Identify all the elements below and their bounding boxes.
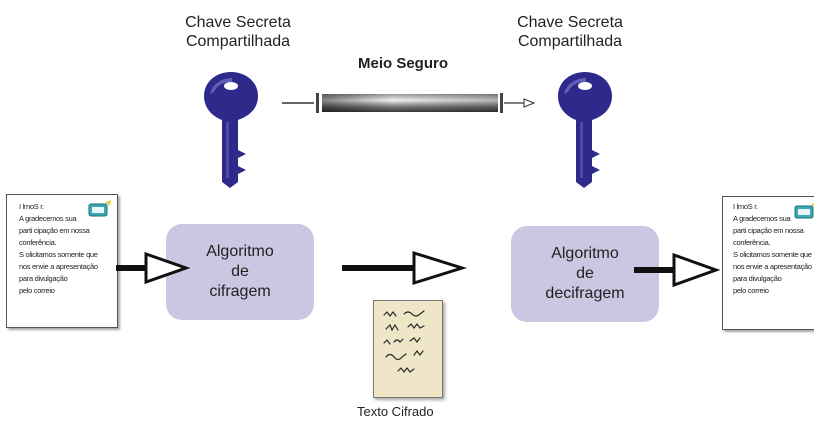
ciphertext-caption: Texto Cifrado [357, 404, 434, 419]
decrypt-label-line2: de [576, 265, 594, 282]
plaintext-line: S olicitamos somente que [19, 250, 98, 259]
ciphertext-document [373, 300, 443, 398]
right-key-label: Chave Secreta Compartilhada [490, 13, 650, 51]
encrypt-label-line2: de [231, 263, 249, 280]
plaintext-line: nos envie a apresentação [19, 262, 98, 271]
secure-channel-pipe [282, 93, 536, 113]
encryption-algorithm-box: Algoritmo de cifragem [166, 224, 314, 320]
decrypted-document: I lmoS r. A gradecemos sua parti cipação… [722, 196, 814, 330]
plaintext-line: pelo correio [19, 286, 55, 295]
plaintext-line: conferência. [19, 238, 57, 247]
plaintext-line: I lmoS r. [19, 202, 44, 211]
left-key-label-line2: Compartilhada [185, 33, 291, 50]
plaintext-line: A gradecemos sua [19, 214, 77, 223]
left-key-label-line1: Chave Secreta [185, 14, 291, 31]
plaintext-line: para divulgação [19, 274, 68, 283]
right-key-label-line1: Chave Secreta [517, 14, 623, 31]
decrypted-line: para divulgação [733, 274, 782, 283]
arrow-plaintext-to-encrypt [116, 251, 191, 285]
secure-channel-label: Meio Seguro [358, 55, 449, 72]
decrypted-line: A gradecemos sua [733, 214, 791, 223]
encrypt-label-line1: Algoritmo [206, 243, 274, 260]
decrypted-line: nos envie a apresentação [733, 262, 812, 271]
decrypted-line: parti cipação em nossa [733, 226, 804, 235]
decrypted-line: pelo correio [733, 286, 769, 295]
decrypted-line: I lmoS r. [733, 202, 758, 211]
mailbox-icon [88, 200, 111, 217]
decrypt-label-line1: Algoritmo [551, 245, 619, 262]
encrypt-label-line3: cifragem [209, 283, 271, 300]
decrypted-line: conferência. [733, 238, 771, 247]
scribble-icon [383, 310, 425, 373]
decryption-algorithm-box: Algoritmo de decifragem [511, 226, 659, 322]
left-key-label: Chave Secreta Compartilhada [158, 13, 318, 51]
left-key-icon [204, 72, 258, 188]
decrypted-line: S olicitamos somente que [733, 250, 812, 259]
decrypt-label-line3: decifragem [545, 285, 625, 302]
arrow-ciphertext [342, 250, 468, 286]
right-key-icon [558, 72, 612, 188]
plaintext-document: I lmoS r. A gradecemos sua parti cipação… [6, 194, 118, 328]
right-key-label-line2: Compartilhada [517, 33, 623, 50]
mailbox-icon [794, 203, 814, 219]
plaintext-line: parti cipação em nossa [19, 226, 90, 235]
arrow-decrypt-to-plaintext [634, 252, 721, 288]
